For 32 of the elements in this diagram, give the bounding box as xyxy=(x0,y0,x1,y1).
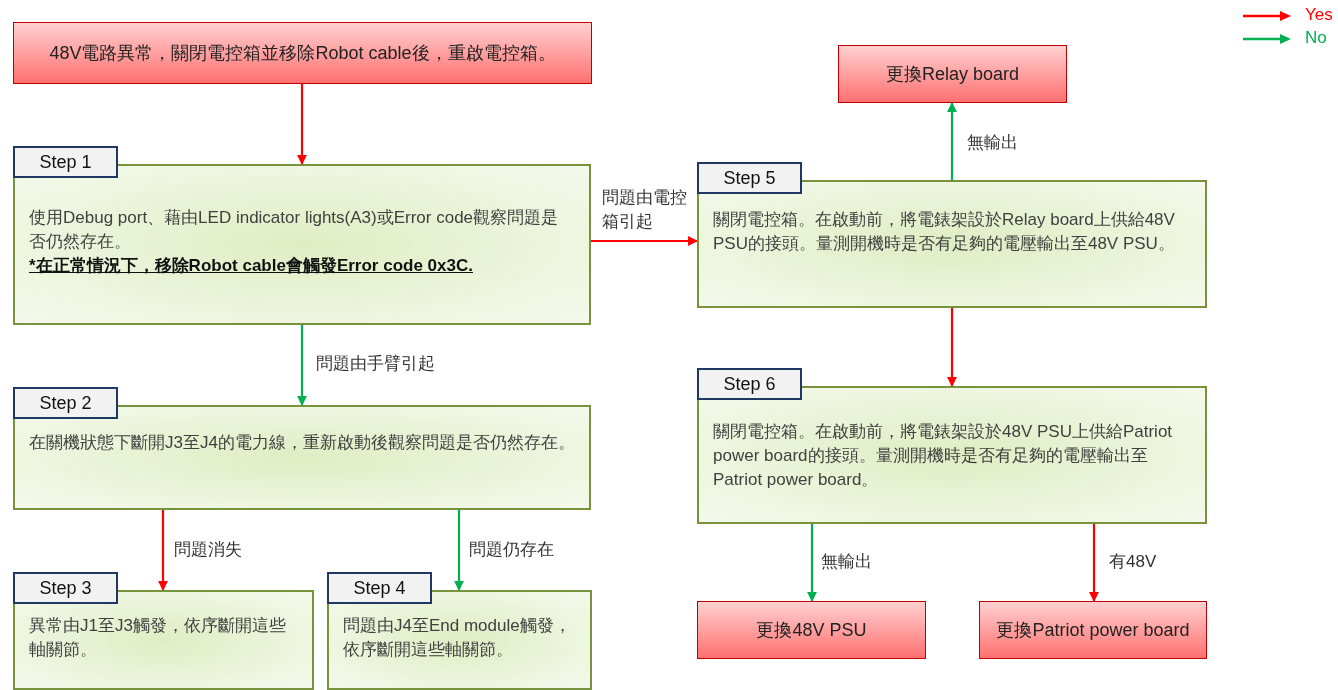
step-text: 問題由J4至End module觸發，依序斷開這些軸關節。 xyxy=(343,615,572,661)
result-text: 更換Patriot power board xyxy=(996,619,1190,642)
arrow xyxy=(297,84,307,165)
arrow xyxy=(591,236,698,246)
step-tab: Step 6 xyxy=(697,368,802,400)
result-box xyxy=(979,601,1207,659)
result-box xyxy=(13,22,592,84)
step-text: 關閉電控箱。在啟動前，將電錶架設於Relay board上供給48V PSU的接頭。量測開機時是否有足夠的電壓輸出至48V PSU。 xyxy=(713,209,1176,255)
step-tab: Step 3 xyxy=(13,572,118,604)
step-text: 使用Debug port、藉由LED indicator lights(A3)或Error code觀察問題是否仍然存在。 xyxy=(29,207,560,253)
arrow xyxy=(807,524,817,602)
step-tab: Step 5 xyxy=(697,162,802,194)
arrow xyxy=(947,102,957,180)
step-tab: Step 2 xyxy=(13,387,118,419)
result-text: 更換Relay board xyxy=(885,63,1020,86)
legend-text: No xyxy=(1305,28,1327,48)
step-tab: Step 4 xyxy=(327,572,432,604)
arrow xyxy=(158,510,168,591)
arrow xyxy=(1089,524,1099,602)
note-text: *在正常情況下，移除Robot cable會觸發Error code 0x3C. xyxy=(29,255,474,277)
step-text: 在關機狀態下斷開J3至J4的電力線，重新啟動後觀察問題是否仍然存在。 xyxy=(29,432,575,454)
arrow xyxy=(297,325,307,406)
result-text: 48V電路異常，關閉電控箱並移除Robot cable後，重啟電控箱。 xyxy=(49,42,556,65)
arrow xyxy=(454,510,464,591)
step-text: 關閉電控箱。在啟動前，將電錶架設於48V PSU上供給Patriot power board的接頭。量測開機時是否有足夠的電壓輸出至Patriot power board。 xyxy=(713,421,1174,491)
step-text: 異常由J1至J3觸發，依序斷開這些軸關節。 xyxy=(29,615,287,661)
arrow xyxy=(947,308,957,387)
legend-text: Yes xyxy=(1305,5,1333,25)
result-box xyxy=(697,601,926,659)
result-box xyxy=(838,45,1067,103)
step-tab: Step 1 xyxy=(13,146,118,178)
result-text: 更換48V PSU xyxy=(756,619,867,642)
